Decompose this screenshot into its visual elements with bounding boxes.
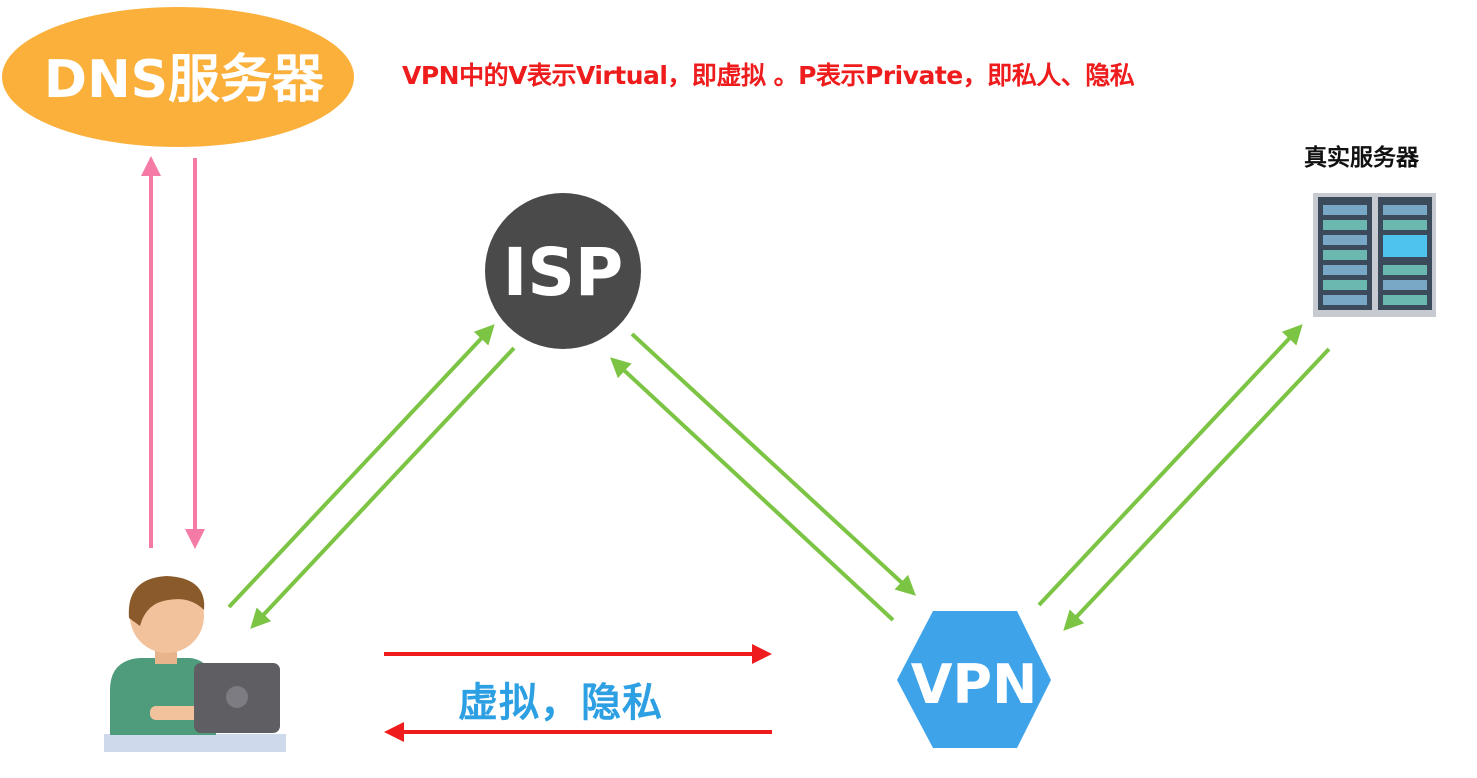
vpn-node: VPN (897, 611, 1051, 748)
server-rack-icon (1313, 193, 1436, 317)
arrow-vpn-to-isp (610, 357, 895, 622)
isp-node: ISP (485, 193, 641, 349)
arrow-vpn-to-server (1037, 324, 1303, 607)
tunnel-label: 虚拟，隐私 (458, 680, 663, 726)
vpn-label: VPN (911, 653, 1038, 716)
arrow-server-to-vpn (1063, 347, 1331, 631)
arrow-isp-to-user (250, 346, 516, 629)
user-laptop-icon (104, 576, 286, 752)
caption-text: VPN中的V表示Virtual，即虚拟 。P表示Private，即私人、隐私 (402, 61, 1135, 90)
arrow-isp-to-vpn (630, 332, 916, 596)
real-server-label: 真实服务器 (1304, 145, 1419, 171)
dns-server-node: DNS服务器 (2, 7, 354, 147)
arrow-user-to-isp (227, 324, 495, 609)
isp-label: ISP (503, 234, 623, 311)
dns-server-label: DNS服务器 (44, 50, 325, 110)
